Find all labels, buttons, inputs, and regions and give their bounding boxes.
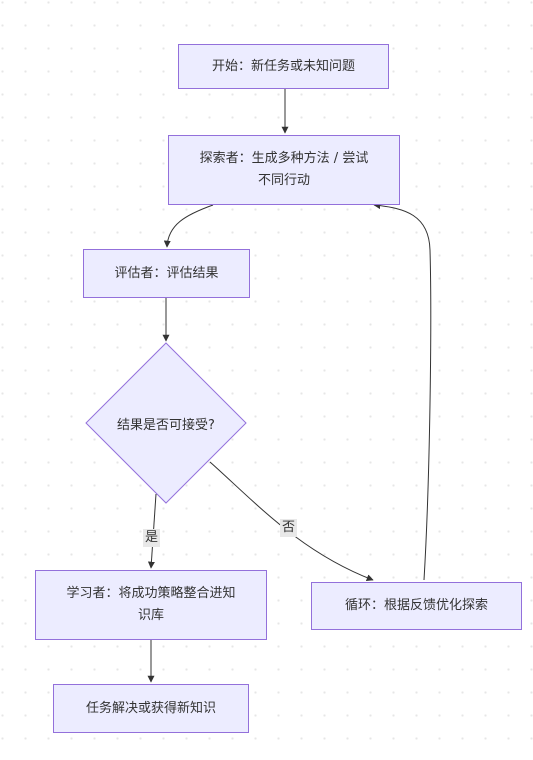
node-decision: 结果是否可接受? [86, 403, 246, 443]
decision-diamond-shape [85, 342, 247, 504]
edge-label-yes: 是 [143, 529, 161, 547]
edge-explorer-to-evaluator [163, 204, 214, 248]
node-evaluator: 评估者：评估结果 [83, 249, 250, 298]
node-start-label: 开始：新任务或未知问题 [211, 58, 355, 74]
node-start: 开始：新任务或未知问题 [178, 44, 389, 89]
node-decision-label: 结果是否可接受? [117, 417, 215, 433]
node-end: 任务解决或获得新知识 [53, 684, 249, 733]
node-explorer-label: 探索者：生成多种方法 / 尝试不同行动 [199, 151, 369, 188]
edge-loop-to-explorer [373, 202, 432, 581]
node-end-label: 任务解决或获得新知识 [85, 700, 216, 716]
node-loop: 循环：根据反馈优化探索 [311, 582, 522, 630]
node-learner-label: 学习者：将成功策略整合进知识库 [66, 586, 236, 623]
node-loop-label: 循环：根据反馈优化探索 [344, 598, 488, 613]
node-evaluator-label: 评估者：评估结果 [114, 265, 219, 281]
node-learner: 学习者：将成功策略整合进知识库 [35, 570, 267, 640]
node-explorer: 探索者：生成多种方法 / 尝试不同行动 [168, 135, 400, 205]
edge-label-no: 否 [280, 519, 298, 537]
